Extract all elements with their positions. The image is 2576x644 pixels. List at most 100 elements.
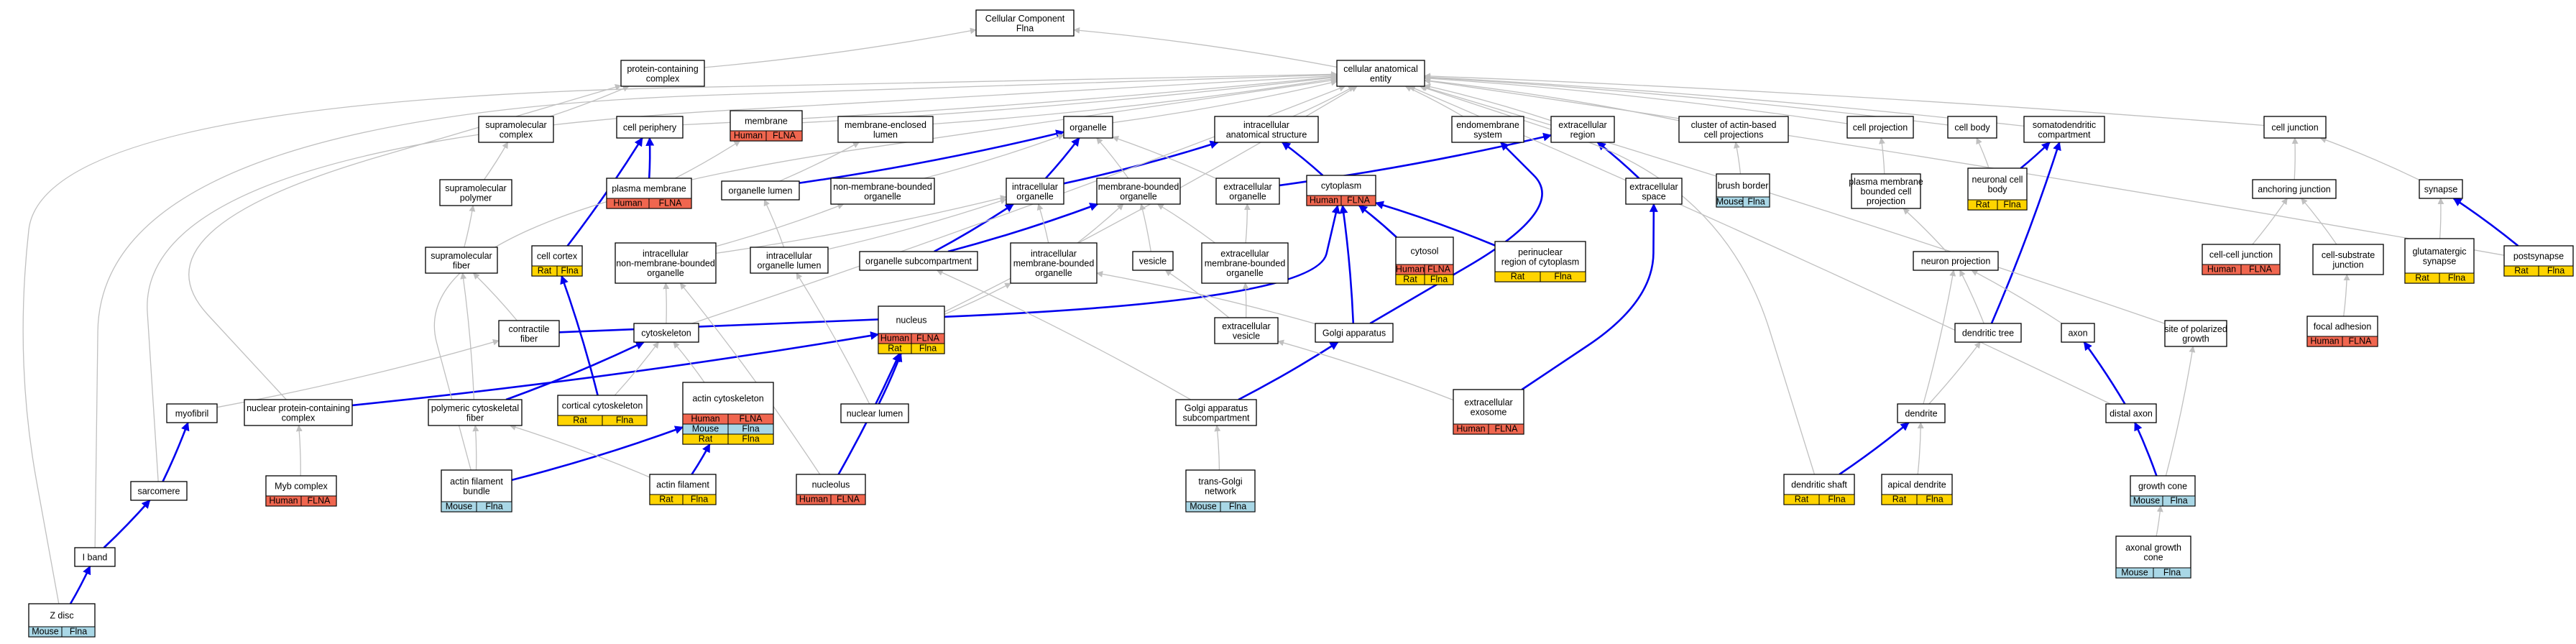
term-node-cbody[interactable]: cell body — [1947, 116, 1997, 139]
is-a-edge-agc-to-gcone — [2156, 505, 2163, 537]
is-a-edge-dendrite-to-dtree — [1928, 341, 1981, 405]
part-of-edge-dshaft-to-dendrite — [1839, 421, 1910, 476]
gene-symbol: FLNA — [1347, 196, 1371, 206]
term-node-iband[interactable]: I band — [74, 547, 116, 567]
term-label-line: plasma membrane — [1849, 177, 1923, 187]
term-node-nlum[interactable]: nuclear lumen — [840, 403, 909, 423]
gene-cell — [911, 343, 945, 354]
term-node-dendrite[interactable]: dendrite — [1897, 403, 1946, 423]
term-label-line: dendritic tree — [1962, 328, 2014, 339]
term-node-org[interactable]: organelle — [1063, 116, 1113, 139]
term-node-cj[interactable]: cell junction — [2263, 116, 2327, 139]
term-node-ves[interactable]: vesicle — [1132, 251, 1174, 271]
term-node-np[interactable]: neuron projection — [1913, 251, 1999, 271]
gene-symbol: Flna — [742, 434, 759, 444]
species-name: Human — [269, 496, 298, 506]
term-node-aj[interactable]: anchoring junction — [2252, 179, 2337, 199]
term-label-line: membrane — [745, 116, 788, 126]
term-node-golgi[interactable]: Golgi apparatus — [1315, 323, 1394, 343]
term-label-line: organelle — [1035, 268, 1072, 278]
is-a-edge-pcf-to-supf — [460, 272, 475, 400]
gene-symbol: Flna — [1430, 275, 1448, 285]
term-node-cper[interactable]: cell periphery — [616, 116, 684, 139]
term-node-osub[interactable]: organelle subcompartment — [859, 251, 978, 271]
term-node-cytosk[interactable]: cytoskeleton — [633, 323, 699, 343]
term-label-line: fiber — [466, 413, 484, 423]
species-name: Mouse — [446, 502, 473, 512]
term-label-line: projection — [1867, 196, 1905, 206]
term-node-olum[interactable]: organelle lumen — [721, 180, 800, 201]
species-name: Rat — [538, 266, 552, 276]
part-of-edge-golgi-to-cyto — [1339, 204, 1355, 324]
term-node-syn[interactable]: synapse — [2419, 179, 2463, 199]
term-node-myo[interactable]: myofibril — [166, 403, 218, 423]
term-node-dtree[interactable]: dendritic tree — [1954, 323, 2022, 343]
part-of-edge-post-to-syn — [2452, 197, 2519, 247]
gene-cell — [682, 494, 717, 505]
term-node-axon[interactable]: axon — [2061, 323, 2095, 343]
term-node-inmbo[interactable]: intracellularnon-membrane-boundedorganel… — [615, 242, 717, 284]
gene-symbol: Flna — [742, 424, 759, 434]
term-node-daxon[interactable]: distal axon — [2105, 403, 2157, 423]
term-label-line: Golgi apparatus — [1184, 403, 1248, 413]
term-node-cproj[interactable]: cell projection — [1846, 116, 1914, 139]
is-a-edge-dendrite-to-np — [1923, 270, 1956, 405]
term-node-sarc[interactable]: sarcomere — [130, 481, 188, 501]
term-label-line: intracellular — [766, 251, 812, 261]
